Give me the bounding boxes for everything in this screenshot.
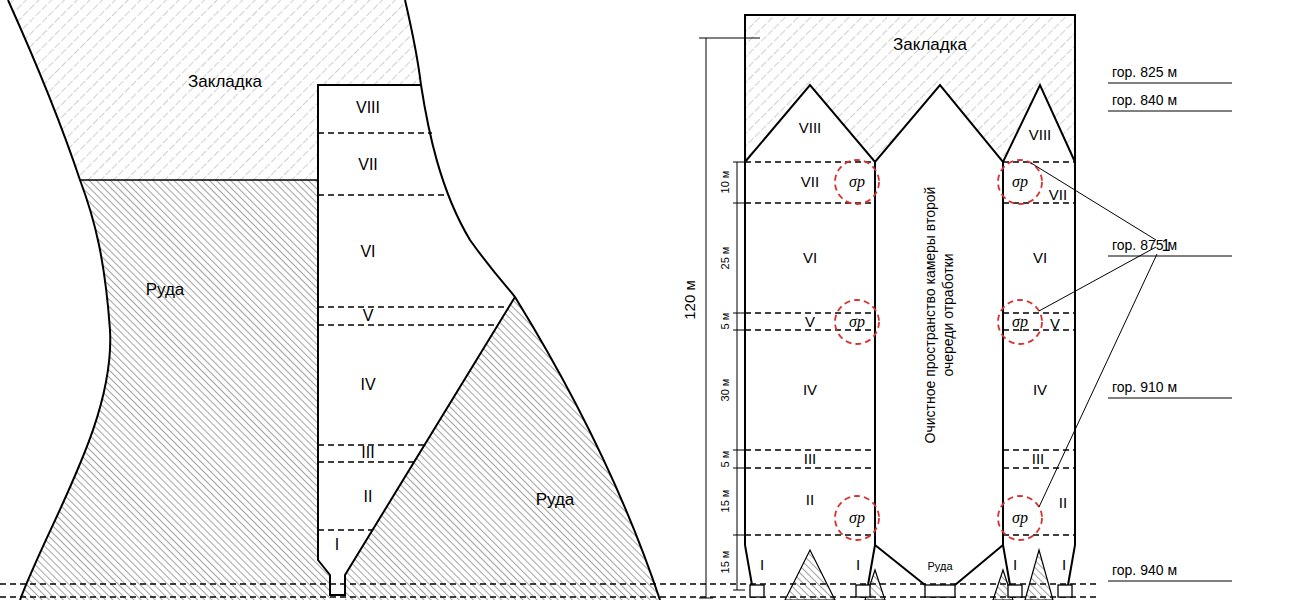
section-boundary [318, 324, 497, 325]
section-boundary [318, 132, 432, 133]
dimension-label: 120 м [681, 280, 698, 320]
level-label: гор. 940 м [1112, 562, 1177, 578]
drawpoint [1058, 585, 1072, 597]
section-number: I [335, 536, 339, 554]
zone-label: Руда [146, 280, 185, 300]
section-number: II [364, 488, 373, 506]
section-number: I [1062, 556, 1066, 573]
section-boundary [1003, 161, 1075, 162]
stope-wall [1074, 15, 1076, 545]
backfill-zone: Закладка [183, 69, 267, 95]
section-number: VII [358, 156, 378, 174]
backfill-area [745, 15, 1075, 162]
stress-zone [835, 160, 879, 204]
level-label: гор. 825 м [1112, 64, 1177, 80]
stress-zone [998, 300, 1042, 344]
backfill-zone: Закладка [888, 32, 972, 58]
ore-zone: Руда [141, 277, 190, 303]
dimension-line [699, 38, 760, 598]
stress-zone [835, 496, 879, 540]
stress-label: σp [849, 313, 865, 331]
section-number: V [805, 313, 815, 330]
dimension-label: 30 м [719, 379, 732, 402]
section-number: VI [803, 249, 817, 266]
stope-wall [874, 162, 876, 545]
zone-label: Очистное пространство камеры второй очер… [921, 185, 957, 445]
drawpoint [1008, 585, 1022, 597]
ore-area [20, 180, 330, 600]
section-number: VIII [799, 119, 822, 136]
section-number: VI [1033, 249, 1047, 266]
contact-line [8, 0, 110, 600]
level-label: гор. 840 м [1112, 92, 1177, 108]
section-boundary [318, 529, 373, 530]
stress-label: σp [849, 509, 865, 527]
stress-zone [998, 496, 1042, 540]
dimension-line [733, 162, 745, 590]
stope-wall [744, 15, 746, 545]
section-number: VIII [1029, 126, 1052, 143]
dimension-label: 5 м [719, 451, 732, 468]
stope-space: Очистное пространство камеры второй очер… [909, 175, 969, 455]
section-number: I [1013, 556, 1017, 573]
section-number: III [1032, 450, 1045, 467]
stope-outline [318, 85, 515, 595]
dimension-label: 5 м [719, 313, 732, 330]
section-boundary [318, 306, 508, 307]
section-number: VIII [356, 99, 380, 117]
section-number: V [1050, 315, 1060, 332]
section-number: V [363, 307, 374, 325]
zone-label: Закладка [893, 35, 967, 55]
section-number: II [806, 491, 814, 508]
section-number: IV [1033, 381, 1047, 398]
dimension-label: 15 м [719, 551, 732, 574]
section-boundary [318, 461, 414, 462]
drawpoint [856, 585, 870, 597]
zone-label: Руда [536, 490, 575, 510]
section-number: VII [1049, 186, 1067, 203]
zone-label: Закладка [188, 72, 262, 92]
contact-line [80, 179, 318, 181]
section-number: I [760, 556, 764, 573]
ore-area [345, 297, 660, 600]
section-number: VII [801, 173, 819, 190]
stress-label: σp [1012, 509, 1028, 527]
section-number: IV [360, 376, 375, 394]
level-underline [1108, 83, 1232, 581]
stress-zone [998, 160, 1042, 204]
stress-zone [835, 300, 879, 344]
section-number: I [856, 556, 860, 573]
section-boundary [745, 203, 1075, 535]
stope-wall [1002, 162, 1004, 545]
drawpoint [925, 585, 955, 597]
ore-pillar [1025, 550, 1053, 600]
stress-label: σp [1012, 173, 1028, 191]
ore-label: Руда [925, 560, 954, 573]
funnel [745, 545, 1075, 585]
level-label: гор. 910 м [1112, 379, 1177, 395]
stress-label: σp [849, 173, 865, 191]
section-number: IV [803, 381, 817, 398]
ore-pillar [785, 550, 835, 600]
dimension-label: 25 м [719, 247, 732, 270]
section-number: II [1059, 494, 1067, 511]
section-number: VI [360, 243, 375, 261]
cross-section [0, 0, 1100, 600]
section-boundary [745, 161, 875, 162]
contact-line [405, 0, 660, 600]
callout-number: 1 [1162, 237, 1171, 255]
dimension-label: 15 м [719, 490, 732, 513]
leader-line [1031, 163, 1157, 507]
long-section [699, 15, 1232, 600]
stress-label: σp [1012, 313, 1028, 331]
drawpoint [750, 585, 764, 597]
dimension-label: 10 м [719, 171, 732, 194]
section-number: III [804, 450, 817, 467]
section-boundary [318, 194, 444, 195]
ore-zone: Руда [531, 487, 580, 513]
section-number: III [361, 444, 374, 462]
